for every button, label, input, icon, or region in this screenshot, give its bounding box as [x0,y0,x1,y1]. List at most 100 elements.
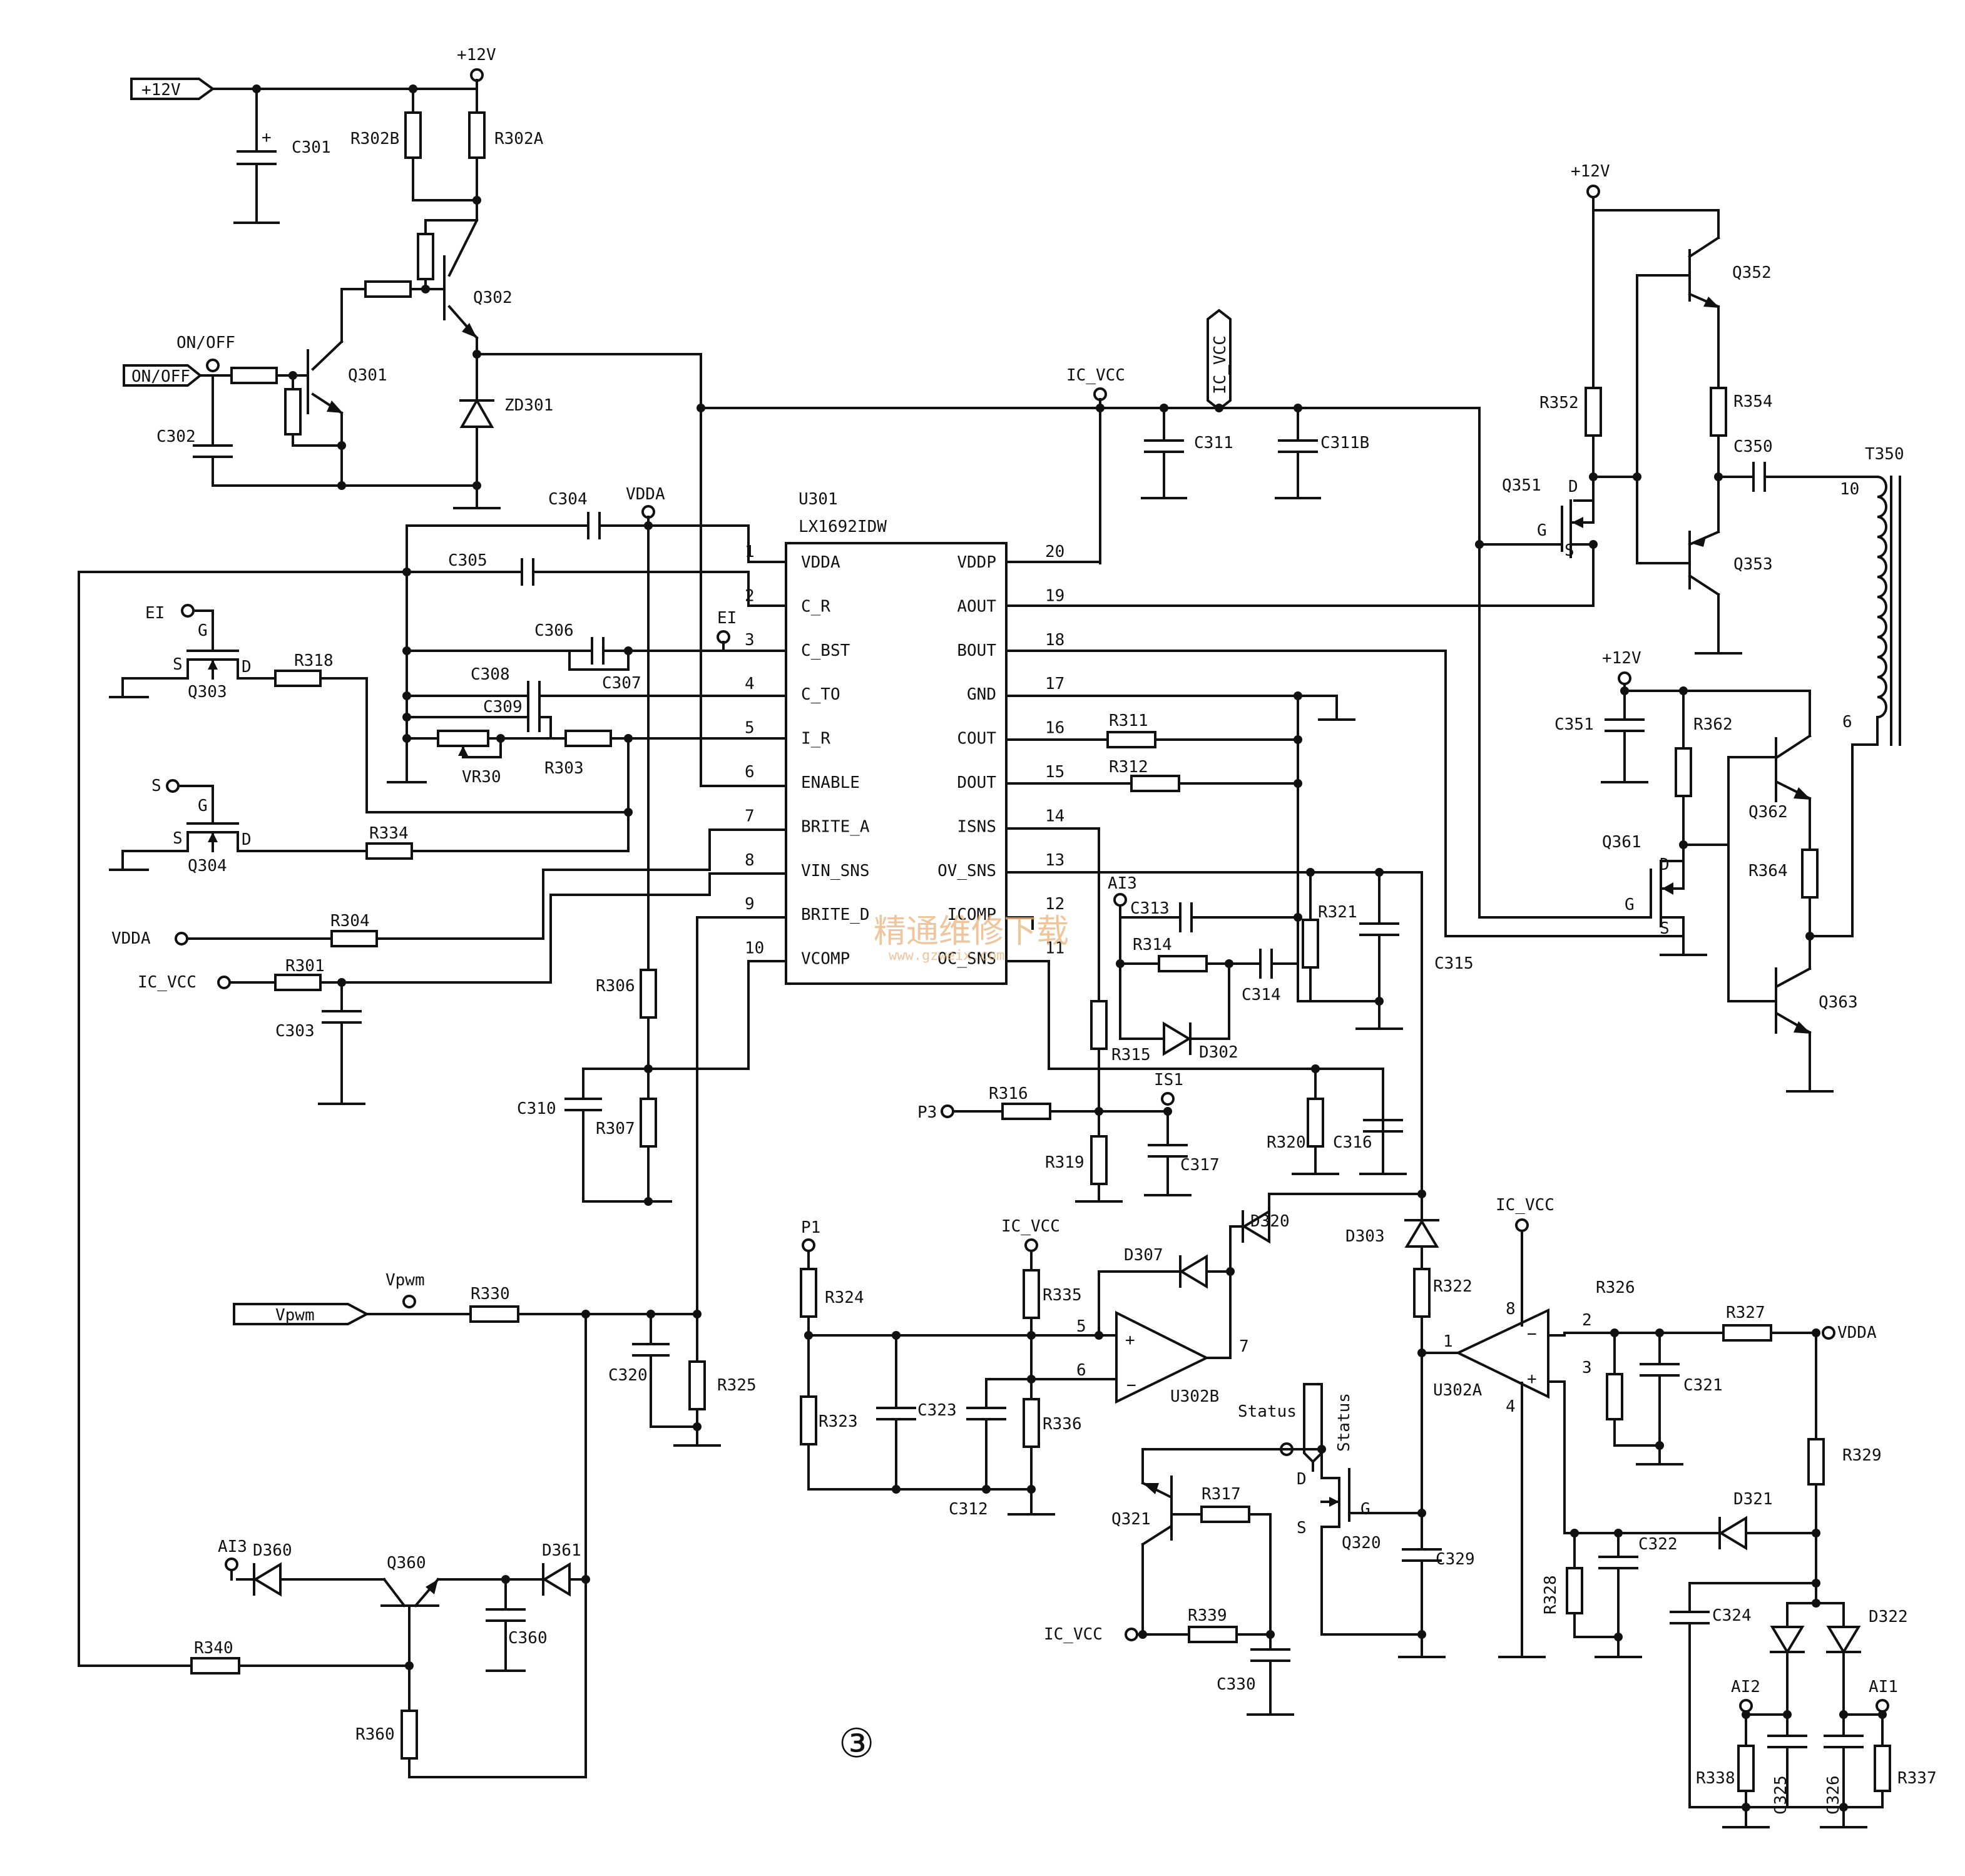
q303-label: Q303 [188,683,227,701]
r318-label: R318 [294,651,334,670]
svg-text:−: − [1527,1325,1537,1343]
ai3-a-label: AI3 [1108,874,1137,893]
q361-label: Q361 [1602,833,1641,852]
r334-label: R334 [369,824,409,843]
d322-label: D322 [1869,1608,1908,1626]
onoff-input-label: ON/OFF [131,367,190,386]
c323-label: C323 [917,1401,957,1420]
u301-pin-name: COUT [957,730,996,748]
u302b-label: U302B [1170,1387,1219,1406]
p12v-input-label: +12V [141,81,181,99]
u301-pin-name: BRITE_D [801,905,870,924]
d360-label: D360 [253,1541,292,1560]
t350-pin10: 10 [1840,480,1859,499]
vpwm-section: Vpwm Vpwm R330 C320 R325 AI3 D360 [78,1271,757,1778]
ei-pin-label: EI [717,609,737,628]
u301-part: LX1692IDW [799,517,887,536]
u301-left-network: C304 VDDA C305 C306 C307 EI C308 C309 [78,485,787,1667]
u301-pin-number: 7 [745,807,755,825]
watermark-sub: www.gzweix.com [889,948,1004,964]
u301-pin-number: 15 [1045,763,1064,782]
svg-text:+: + [262,128,272,147]
s-g-label: S [151,777,161,795]
u301-pin-number: 8 [745,851,755,870]
q351-d-label: D [1568,477,1578,496]
svg-text:−: − [1126,1376,1136,1395]
r304-label: R304 [330,912,370,930]
q304-d-label: D [242,830,252,849]
u301-pin-name: C_TO [801,685,840,704]
r330-label: R330 [471,1285,510,1303]
status-tag-label: Status [1335,1393,1354,1452]
d307-label: D307 [1124,1246,1163,1265]
status-tag [1303,1383,1323,1464]
u301-pin-name: GND [967,685,996,704]
c312-label: C312 [949,1500,988,1519]
q361-g-label: G [1625,895,1635,914]
u301-pin-number: 10 [745,939,764,958]
p1-label: P1 [801,1218,820,1237]
p12v-right-label: +12V [1571,162,1610,181]
r352-label: R352 [1539,394,1579,412]
c320-label: C320 [608,1366,648,1385]
r337-label: R337 [1897,1769,1937,1788]
icvcc-u302b-label: IC_VCC [1001,1217,1060,1236]
u302a-section: − + 1 8 4 2 3 U302A IC_VCC R326 VDDA R32… [1421,1196,1937,1828]
r302b-label: R302B [350,130,399,148]
d303-label: D303 [1345,1227,1385,1246]
u301-pin-number: 16 [1045,719,1064,738]
c322-label: C322 [1638,1535,1678,1554]
power-switch-section: +12V +12V + C301 R302B R302A [123,46,702,787]
p12v-top-label: +12V [457,46,496,64]
u301-pin-name: OC_SNS [937,950,996,969]
u301-pin-number: 13 [1045,851,1064,870]
r315-label: R315 [1111,1046,1151,1064]
zd301-label: ZD301 [504,396,553,415]
vdda-top-label: VDDA [626,485,665,504]
u302a-pin3: 3 [1582,1359,1592,1377]
r321-label: R321 [1318,903,1357,922]
u302b-section: P1 R324 R323 C323 C312 IC_VCC R335 R336 … [800,1190,1475,1716]
r303-label: R303 [544,759,584,778]
u301-pin-name: ISNS [957,817,996,836]
q320-s-label: S [1297,1519,1307,1537]
r320-label: R320 [1267,1133,1306,1152]
r329-label: R329 [1842,1446,1882,1465]
p12v-input-tag [130,78,215,100]
r307-label: R307 [596,1119,635,1138]
ei-g-label: EI [145,604,165,623]
q303-s-label: S [173,655,183,674]
u301-right-network: R311 R312 AI3 C313 R314 C314 [917,561,1635,1203]
u301-ref: U301 [799,490,838,509]
r362-label: R362 [1693,715,1733,734]
ai2-label: AI2 [1731,1678,1760,1696]
watermark-main: 精通维修下载 [874,913,1069,951]
u301-pin-name: I_R [801,730,830,748]
c302-label: C302 [156,427,196,446]
u302b-pin6: 6 [1076,1361,1086,1380]
u301-pin-name: VDDA [801,553,840,572]
q304-s-label: S [173,829,183,848]
icvcc-tag [1207,308,1232,411]
u301-pin-number: 14 [1045,807,1064,825]
is1-label: IS1 [1154,1071,1183,1089]
u301-pin-number: 4 [745,675,755,693]
q351-label: Q351 [1502,476,1541,495]
u301-pin-name: ICOMP [947,905,996,924]
q351-s-label: S [1564,541,1575,560]
c360-label: C360 [508,1629,548,1648]
c301-label: C301 [292,138,331,157]
c311b-label: C311B [1320,434,1369,452]
p12v-mid-label: +12V [1602,649,1641,668]
icvcc-tag-label: IC_VCC [1211,335,1230,394]
output-drivers: +12V R352 Q352 R354 C350 Q353 [1475,162,1904,1093]
r354-label: R354 [1733,392,1773,411]
c329-label: C329 [1436,1550,1475,1569]
r364-label: R364 [1748,862,1788,880]
u301-pin-name: AOUT [957,597,996,616]
u301-pin-number: 9 [745,895,755,914]
icvcc-u302-label: IC_VCC [1496,1196,1554,1215]
u301-pin-name: ENABLE [801,773,860,792]
u302a-pin8: 8 [1506,1300,1516,1318]
